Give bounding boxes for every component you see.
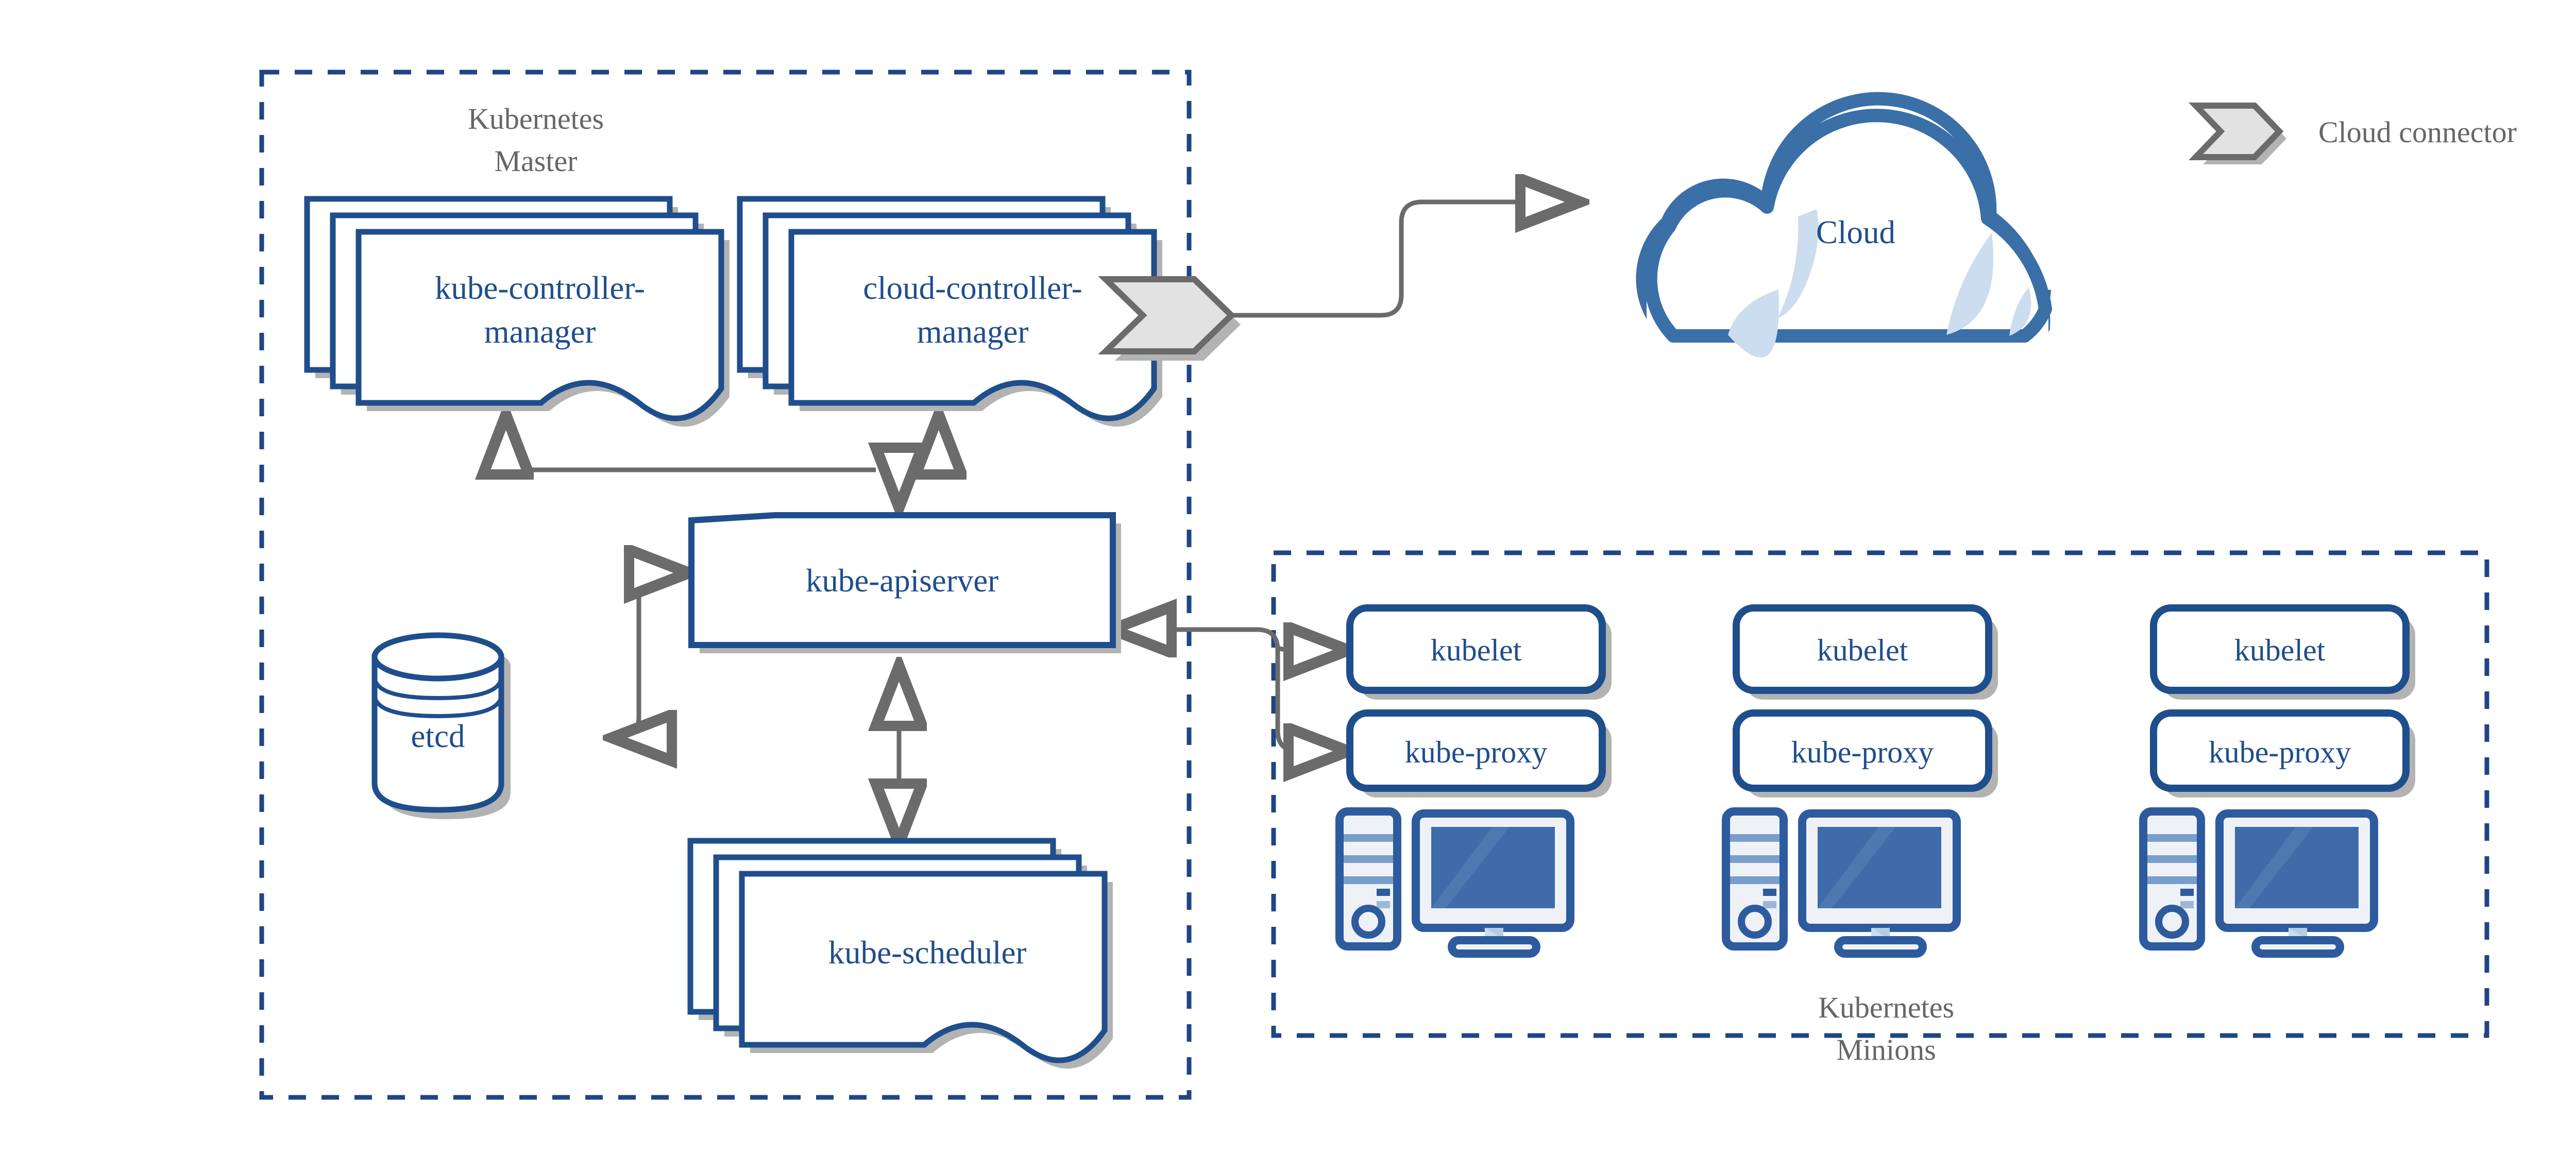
node-cloud-controller-manager[interactable]: cloud-controller- manager [737, 196, 1162, 427]
kube-proxy-label: kube-proxy [1405, 735, 1548, 769]
minion-node-3[interactable]: kubelet kube-proxy [2139, 604, 2415, 958]
cloud-accents [1728, 209, 2031, 358]
legend-cloud-connector: Cloud connector [2188, 103, 2517, 164]
kube-scheduler-label: kube-scheduler [828, 935, 1027, 971]
legend-cloud-connector-label: Cloud connector [2318, 115, 2517, 149]
minions-group-boundary [1271, 550, 2489, 1038]
connector-bus-to-apiserver [893, 466, 899, 504]
kube-proxy-label: kube-proxy [1791, 735, 1934, 769]
kube-controller-manager-label-line2: manager [484, 314, 596, 350]
master-group-label-line2: Master [494, 144, 577, 178]
master-group-label: Kubernetes Master [468, 102, 604, 178]
connector-kcm-to-apiserver [506, 418, 876, 470]
kubelet-box[interactable]: kubelet [1733, 604, 1998, 700]
connector-branch-kubelet [1275, 647, 1345, 650]
cloud-silhouette [1643, 109, 2052, 343]
desktop-computer-icon [2139, 807, 2378, 958]
kube-proxy-label: kube-proxy [2209, 735, 2351, 769]
kube-proxy-box[interactable]: kube-proxy [2150, 709, 2415, 798]
cloud-controller-manager-label-line1: cloud-controller- [863, 270, 1082, 306]
minions-group-label-line1: Kubernetes [1818, 991, 1954, 1024]
desktop-computer-icon [1722, 807, 1961, 958]
kubelet-label: kubelet [1817, 633, 1908, 667]
minions-group-label: Kubernetes Minions [1818, 991, 1954, 1066]
node-kube-scheduler[interactable]: kube-scheduler [687, 838, 1113, 1069]
connector-etcd-apiserver [616, 573, 685, 738]
minions-group-label-line2: Minions [1836, 1033, 1936, 1066]
kubelet-box[interactable]: kubelet [2150, 604, 2415, 700]
kubelet-label: kubelet [2234, 633, 2326, 667]
node-kube-apiserver[interactable]: kube-apiserver [688, 512, 1121, 653]
kube-apiserver-shape [688, 512, 1116, 648]
kubelet-label: kubelet [1431, 633, 1522, 667]
kube-proxy-box[interactable]: kube-proxy [1346, 709, 1612, 798]
node-kube-controller-manager[interactable]: kube-controller- manager [304, 196, 730, 427]
kube-proxy-box[interactable]: kube-proxy [1733, 709, 1998, 798]
connector-ccm-to-apiserver [896, 418, 939, 470]
cloud-connector-icon[interactable] [1098, 276, 1241, 361]
legend-cloud-connector-icon [2188, 103, 2286, 164]
minion-node-2[interactable]: kubelet kube-proxy [1722, 604, 1998, 958]
master-group-label-line1: Kubernetes [468, 102, 604, 135]
kube-apiserver-label: kube-apiserver [806, 563, 998, 599]
etcd-label: etcd [411, 718, 465, 754]
document-sheet-front [788, 229, 1162, 427]
connector-ccm-to-cloud [1213, 202, 1577, 318]
connector-apiserver-to-kubelet [1118, 627, 1280, 653]
node-etcd[interactable]: etcd [371, 632, 511, 819]
document-sheet-front [355, 229, 730, 427]
desktop-computer-icon [1335, 807, 1574, 958]
connector-branch-kubeproxy [1275, 650, 1345, 751]
cloud-label: Cloud [1816, 214, 1895, 250]
kubelet-box[interactable]: kubelet [1346, 604, 1612, 700]
master-group-boundary [259, 70, 1192, 1100]
minion-node-1[interactable]: kubelet kube-proxy [1335, 604, 1612, 958]
node-cloud[interactable]: Cloud [1636, 92, 2052, 359]
etcd-cylinder [371, 632, 504, 813]
kube-controller-manager-label-line1: kube-controller- [435, 270, 645, 306]
document-sheet-front [739, 871, 1113, 1069]
cloud-controller-manager-label-line2: manager [917, 314, 1029, 350]
